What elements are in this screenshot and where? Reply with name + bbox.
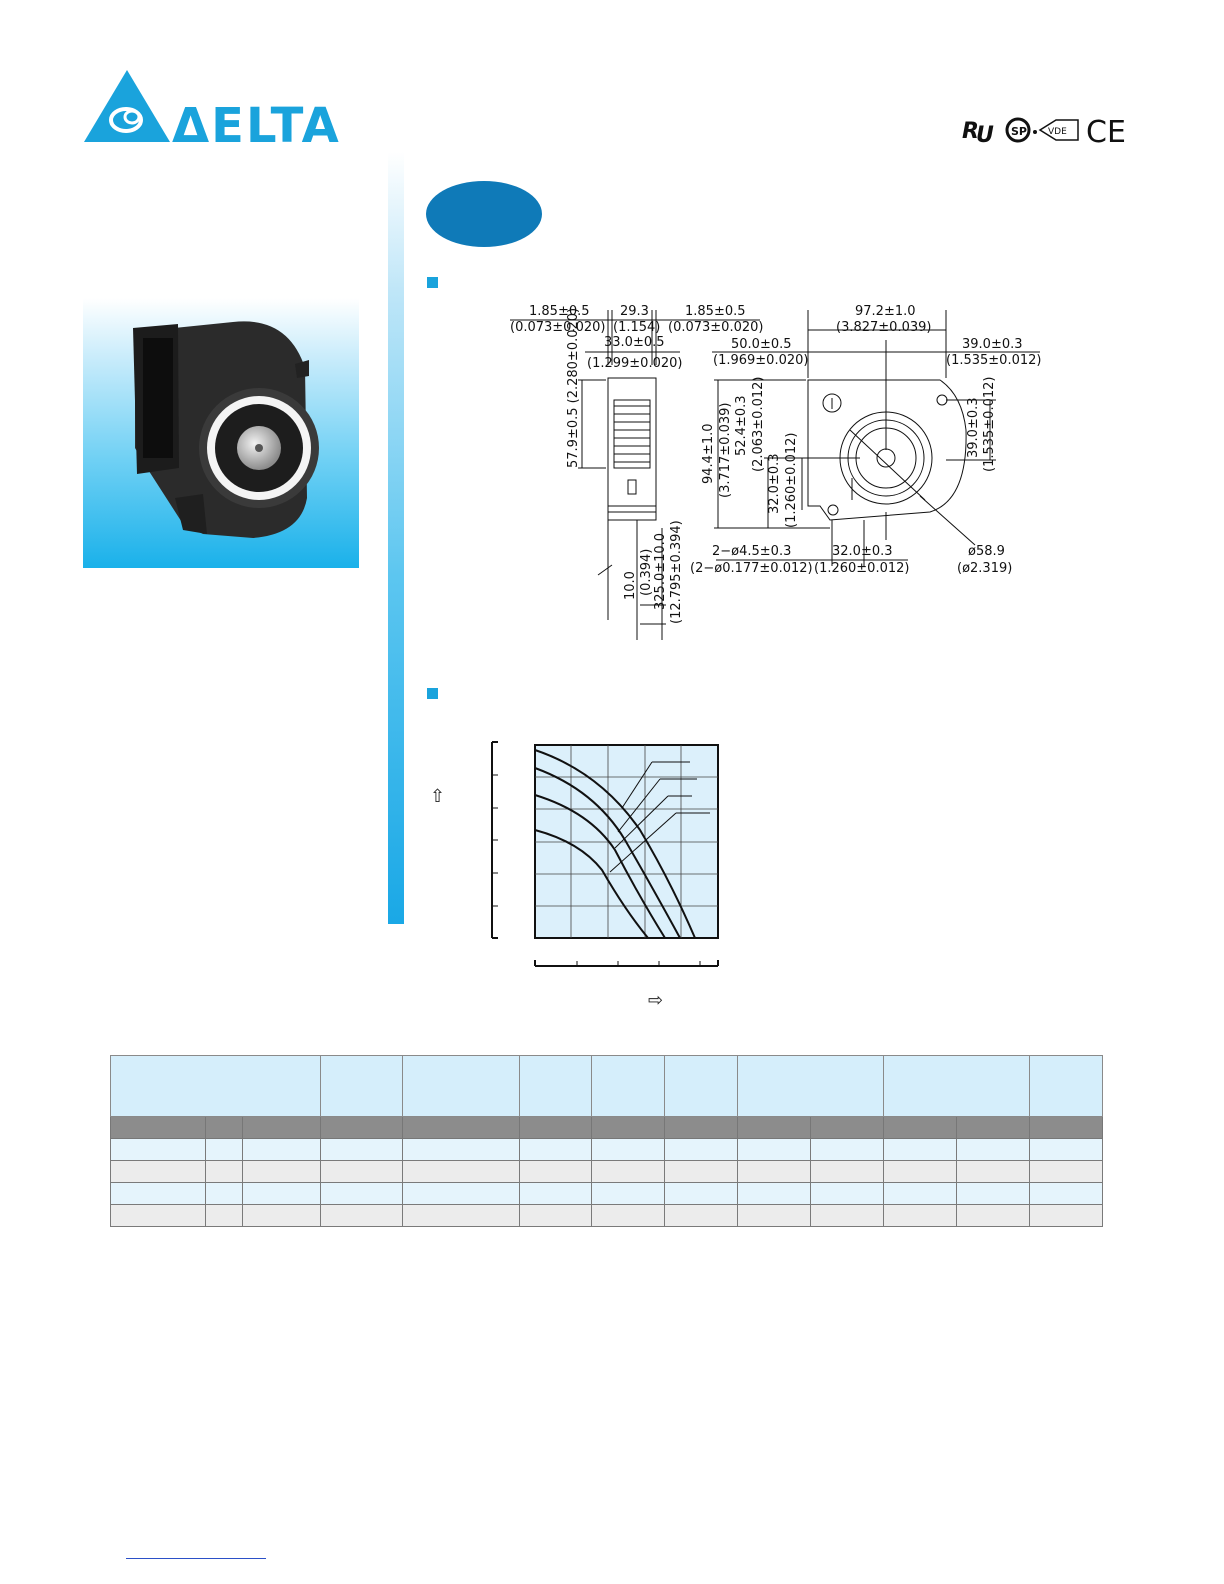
svg-text:U: U [976,123,994,146]
dim-hole-height-inch: (1.260±0.012) [784,432,799,528]
dim-front-right-width-inch: (1.535±0.012) [946,353,1042,368]
dim-side-top-left: 1.85±0.5 [529,304,590,319]
header-cell [109,1055,322,1117]
section-divider-bar [388,152,404,924]
dim-side-top-right-inch: (0.073±0.020) [668,320,764,335]
dim-front-right-width: 39.0±0.3 [962,337,1023,352]
dimension-drawing [500,300,1060,664]
ce-icon: CE [1086,115,1126,150]
dim-right-height-inch: (1.535±0.012) [982,376,997,472]
dim-side-width-inch: (1.299±0.020) [587,356,683,371]
header-cell [737,1055,885,1117]
header-cell [1029,1055,1104,1117]
performance-curve-plot [491,741,719,967]
dim-lead-a: 10.0 [623,571,638,600]
dim-hole-pitch: 32.0±0.3 [832,544,893,559]
svg-text:VDE: VDE [1048,127,1067,137]
dim-side-top-left-inch: (0.073±0.020) [510,320,606,335]
delta-triangle-icon [84,70,170,142]
table-row [110,1204,1104,1227]
table-row [110,1182,1104,1205]
dim-front-width: 97.2±1.0 [855,304,916,319]
dim-front-left-width: 50.0±0.5 [731,337,792,352]
svg-text:R: R [962,119,979,144]
dim-diameter-inch: (ø2.319) [957,561,1013,576]
dimension-lines [510,310,1040,664]
dim-right-height: 39.0±0.3 [966,397,981,458]
dim-side-width: 33.0±0.5 [604,335,665,350]
dim-inner-height-inch: (2.063±0.012) [751,376,766,472]
dim-side-top-mid: 29.3 [620,304,649,319]
header-cell [402,1055,521,1117]
delta-logo [82,68,322,146]
dim-hole-pitch-inch: (1.260±0.012) [814,561,910,576]
dim-inner-height: 52.4±0.3 [734,395,749,456]
brand-name: ΔELTA [172,98,341,154]
dim-holes-inch: (2−ø0.177±0.012) [690,561,813,576]
header-cell [664,1055,739,1117]
dim-lead-a-inch: (0.394) [639,548,654,596]
dimensions-section-marker [427,277,438,288]
certification-marks: R U SP VDE CE [960,114,1132,150]
dim-hole-height: 32.0±0.3 [767,453,782,514]
dim-front-height-inch: (3.717±0.039) [718,402,733,498]
dim-front-left-width-inch: (1.969±0.020) [713,353,809,368]
header-cell [320,1055,404,1117]
product-photo-panel [83,298,359,568]
vde-icon: VDE [1038,119,1079,141]
dim-front-width-inch: (3.827±0.039) [836,320,932,335]
dim-side-height: 57.9±0.5 (2.280±0.020) [566,307,581,468]
blower-fan-image [133,321,319,538]
dim-holes: 2−ø4.5±0.3 [712,544,792,559]
table-row [110,1160,1104,1183]
dim-lead-b-inch: (12.795±0.394) [669,520,684,624]
x-axis-arrow-icon: ⇨ [648,990,664,1011]
ul-recognized-icon: R U [962,119,994,148]
svg-text:SP: SP [1011,125,1027,138]
csa-icon: SP [1005,117,1037,143]
dim-diameter: ø58.9 [968,544,1005,559]
table-row [110,1138,1104,1161]
dim-side-top-right: 1.85±0.5 [685,304,746,319]
y-axis-arrow-icon: ⇧ [430,786,446,807]
dim-front-height: 94.4±1.0 [701,423,716,484]
header-cell [591,1055,666,1117]
footer-link-underline[interactable] [126,1558,266,1559]
performance-chart [484,738,724,970]
performance-section-marker [427,688,438,699]
model-badge-oval [426,181,542,247]
dim-lead-b: 325.0±10.0 [653,532,668,610]
header-cell [519,1055,593,1117]
table-subheader-row [110,1116,1104,1139]
specification-table [109,1055,1104,1227]
dim-side-top-mid-inch: (1.154) [613,320,661,335]
table-header-row [109,1055,1104,1117]
svg-text:CE: CE [1086,115,1126,146]
header-cell [883,1055,1031,1117]
